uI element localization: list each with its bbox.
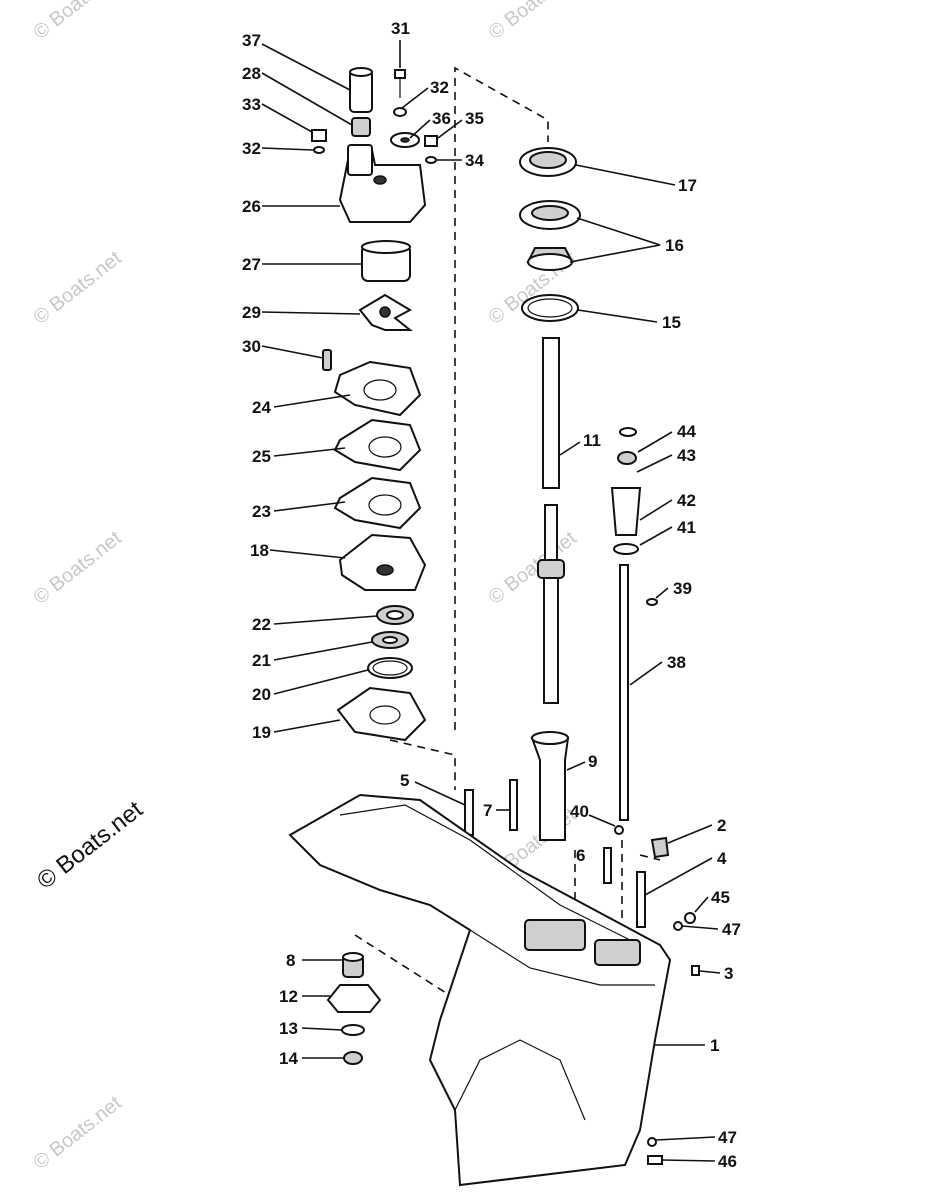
leader-lines: [261, 40, 721, 1162]
callout-3: 3: [724, 964, 733, 983]
callout-12: 12: [279, 987, 298, 1006]
callout-20: 20: [252, 685, 271, 704]
callout-9: 9: [588, 752, 597, 771]
callout-19: 19: [252, 723, 271, 742]
gearcase-housing: [288, 793, 672, 1187]
callout-45: 45: [711, 888, 730, 907]
callout-32: 32: [430, 78, 449, 97]
callout-8: 8: [286, 951, 295, 970]
callout-5: 5: [400, 771, 409, 790]
callout-44: 44: [677, 422, 696, 441]
callout-23: 23: [252, 502, 271, 521]
callout-40: 40: [570, 802, 589, 821]
callout-42: 42: [677, 491, 696, 510]
callout-30: 30: [242, 337, 261, 356]
callout-4: 4: [717, 849, 727, 868]
callout-47: 47: [722, 920, 741, 939]
callout-32: 32: [242, 139, 261, 158]
callout-2: 2: [717, 816, 726, 835]
watermark: © Boats.net: [30, 247, 126, 329]
callout-14: 14: [279, 1049, 298, 1068]
watermark: © Boats.net: [30, 0, 126, 44]
callout-41: 41: [677, 518, 696, 537]
callout-1: 1: [710, 1036, 719, 1055]
callout-36: 36: [432, 109, 451, 128]
callout-47: 47: [718, 1128, 737, 1147]
callout-21: 21: [252, 651, 271, 670]
callout-18: 18: [250, 541, 269, 560]
callout-25: 25: [252, 447, 271, 466]
water-pump-parts: [311, 67, 438, 742]
callouts: 37 28 33 32 26 27 29 30 24 25 23 18 22 2…: [242, 19, 741, 1171]
callout-46: 46: [718, 1152, 737, 1171]
callout-29: 29: [242, 303, 261, 322]
callout-37: 37: [242, 31, 261, 50]
watermark: © Boats.net: [30, 1092, 126, 1174]
callout-43: 43: [677, 446, 696, 465]
watermark: © Boats.net: [485, 0, 581, 44]
callout-22: 22: [252, 615, 271, 634]
callout-35: 35: [465, 109, 484, 128]
drive-shaft-parts: [464, 147, 700, 1165]
callout-13: 13: [279, 1019, 298, 1038]
pinion-parts: [326, 952, 382, 1065]
callout-11: 11: [583, 431, 601, 450]
watermark: © Boats.net: [30, 527, 126, 609]
callout-33: 33: [242, 95, 261, 114]
callout-31: 31: [391, 19, 410, 38]
callout-34: 34: [465, 151, 484, 170]
callout-15: 15: [662, 313, 681, 332]
callout-28: 28: [242, 64, 261, 83]
callout-17: 17: [678, 176, 697, 195]
watermark: © Boats.net: [485, 527, 581, 609]
callout-39: 39: [673, 579, 692, 598]
callout-16: 16: [665, 236, 684, 255]
callout-6: 6: [576, 846, 585, 865]
callout-24: 24: [252, 398, 271, 417]
watermark-main: © Boats.net: [32, 796, 148, 895]
callout-38: 38: [667, 653, 686, 672]
callout-26: 26: [242, 197, 261, 216]
callout-27: 27: [242, 255, 261, 274]
callout-7: 7: [483, 801, 492, 820]
